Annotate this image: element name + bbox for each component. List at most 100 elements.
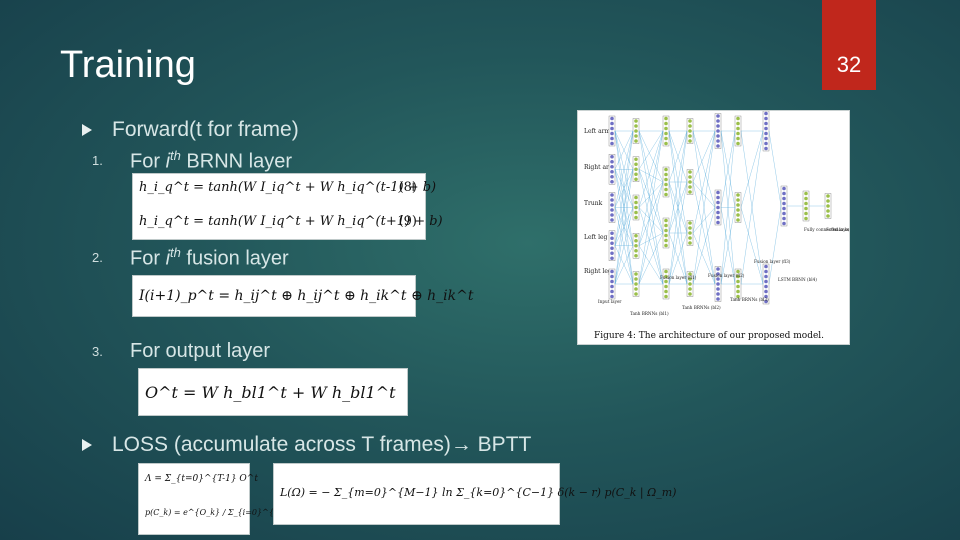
edge [720, 130, 736, 208]
node [664, 167, 668, 172]
node [716, 287, 720, 291]
node [764, 141, 768, 146]
node [782, 211, 786, 216]
node [664, 126, 668, 131]
node [804, 196, 808, 201]
node [688, 185, 692, 189]
bullet-loss-text: LOSS (accumulate across T frames)→ BPTT [112, 433, 532, 456]
node [610, 154, 614, 159]
node [634, 215, 638, 220]
node [688, 124, 692, 128]
node-stack [802, 190, 810, 222]
node [716, 297, 720, 301]
layer-label: LSTM BRNN (bl4) [778, 277, 817, 282]
node [716, 134, 720, 138]
figure-caption: Figure 4: The architecture of our propos… [594, 331, 825, 341]
node [664, 269, 668, 274]
node [716, 277, 720, 281]
edge [638, 169, 664, 234]
node [634, 177, 638, 182]
layer-label: Fusion layer (fl3) [754, 259, 791, 264]
node [736, 136, 740, 141]
slide-title: Training [60, 44, 196, 86]
node [716, 195, 720, 200]
edge [638, 207, 664, 234]
node [610, 169, 614, 174]
node [716, 210, 720, 215]
node-stack [608, 192, 616, 223]
bullet-arrow-icon [82, 124, 92, 136]
edge [614, 130, 634, 208]
edge [740, 130, 764, 285]
row-label: Left arm [584, 128, 611, 135]
loss-sum-equation: Λ = Σ_{t=0}^{T-1} O^t [145, 474, 258, 484]
layer-label: Fully connected layer (fc) [804, 227, 849, 232]
node [610, 294, 614, 299]
node [688, 170, 692, 174]
node [610, 269, 614, 274]
node [782, 196, 786, 201]
slide-number-badge: 32 [822, 0, 876, 90]
node [664, 141, 668, 146]
node [782, 216, 786, 221]
equation-9: h_i_q^t = tanh(W I_iq^t + W h_iq^(t+1) +… [139, 214, 443, 229]
step-1-text: For ith BRNN layer [130, 148, 292, 173]
node [610, 131, 614, 136]
node [688, 236, 692, 240]
step-2: 2. For ith fusion layer [92, 245, 289, 271]
node [634, 200, 638, 205]
node [610, 256, 614, 261]
node [664, 284, 668, 289]
node [804, 211, 808, 216]
edge [668, 130, 688, 285]
equation-9-number: (9) [398, 214, 417, 229]
edge [638, 232, 664, 246]
edge [614, 207, 634, 285]
node [664, 121, 668, 126]
node [610, 179, 614, 184]
step-1: 1. For ith BRNN layer [92, 148, 292, 174]
edge [720, 130, 736, 285]
softmax-equation: p(C_k) = e^{O_k} / Σ_{i=0}^{C-1} e^{O_i} [145, 508, 331, 517]
edge [638, 169, 664, 285]
node [764, 121, 768, 126]
node [610, 251, 614, 256]
edge [638, 207, 664, 285]
node [826, 194, 830, 198]
node [764, 284, 768, 289]
node [764, 299, 768, 304]
edge [692, 207, 716, 234]
row-label: Right arm [584, 164, 615, 171]
node [688, 221, 692, 225]
node [688, 129, 692, 133]
row-label: Trunk [584, 200, 603, 207]
edge [692, 130, 716, 234]
edge [768, 130, 782, 207]
edge [668, 232, 688, 285]
node [610, 231, 614, 236]
edge [740, 130, 764, 208]
node [764, 116, 768, 121]
layer-label: Tanh BRNNs (bl3) [730, 297, 769, 302]
edge [692, 181, 716, 285]
node [664, 172, 668, 177]
node [782, 191, 786, 196]
node [664, 289, 668, 294]
node [736, 284, 740, 289]
node [764, 289, 768, 294]
node [610, 198, 614, 202]
node [634, 248, 638, 253]
layer-label: Input layer [598, 299, 621, 304]
node [664, 131, 668, 136]
node [826, 199, 830, 203]
node-stack [662, 268, 670, 300]
node [736, 116, 740, 121]
node [688, 241, 692, 245]
node [664, 192, 668, 197]
fusion-equation: I(i+1)_p^t = h_ij^t ⊕ h_ij^t ⊕ h_ik^t ⊕ … [139, 288, 474, 304]
node [634, 139, 638, 143]
bullet-arrow-icon [82, 439, 92, 451]
node [634, 195, 638, 200]
node [610, 136, 614, 141]
edge [638, 130, 664, 170]
